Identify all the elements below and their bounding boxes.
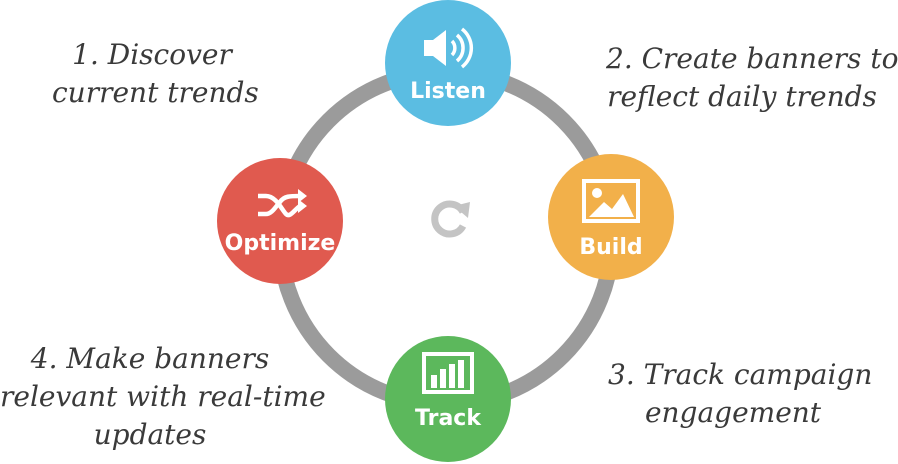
shuffle-icon (258, 189, 307, 218)
build-node: Build (548, 154, 674, 280)
step-4-line-3: updates (93, 418, 207, 451)
cycle-diagram: Listen Build Track Optimize (217, 0, 674, 462)
step-3-line-2: engagement (644, 396, 822, 429)
step-1-line-2: current trends (52, 76, 259, 109)
step-4-line-1: 4. Make banners (30, 342, 270, 375)
image-icon (582, 179, 640, 223)
step-4-line-2: relevant with real-time (0, 380, 326, 413)
step-1-note: 1. Discover current trends (52, 36, 259, 112)
step-4-note: 4. Make banners relevant with real-time … (0, 340, 326, 454)
step-2-line-2: reflect daily trends (607, 80, 877, 113)
step-3-note: 3. Track campaign engagement (608, 356, 873, 432)
step-3-line-1: 3. Track campaign (608, 358, 873, 391)
bar-chart-icon (422, 352, 474, 394)
listen-label: Listen (410, 79, 486, 104)
step-2-note: 2. Create banners to reflect daily trend… (606, 40, 898, 116)
listen-node: Listen (385, 0, 511, 126)
speaker-icon (424, 27, 474, 69)
build-label: Build (579, 235, 642, 260)
optimize-node: Optimize (217, 158, 343, 284)
step-2-line-1: 2. Create banners to (606, 42, 898, 75)
optimize-label: Optimize (225, 231, 336, 256)
track-node: Track (385, 336, 511, 462)
step-1-line-1: 1. Discover (72, 38, 232, 71)
refresh-icon (431, 200, 470, 238)
track-label: Track (415, 406, 482, 431)
